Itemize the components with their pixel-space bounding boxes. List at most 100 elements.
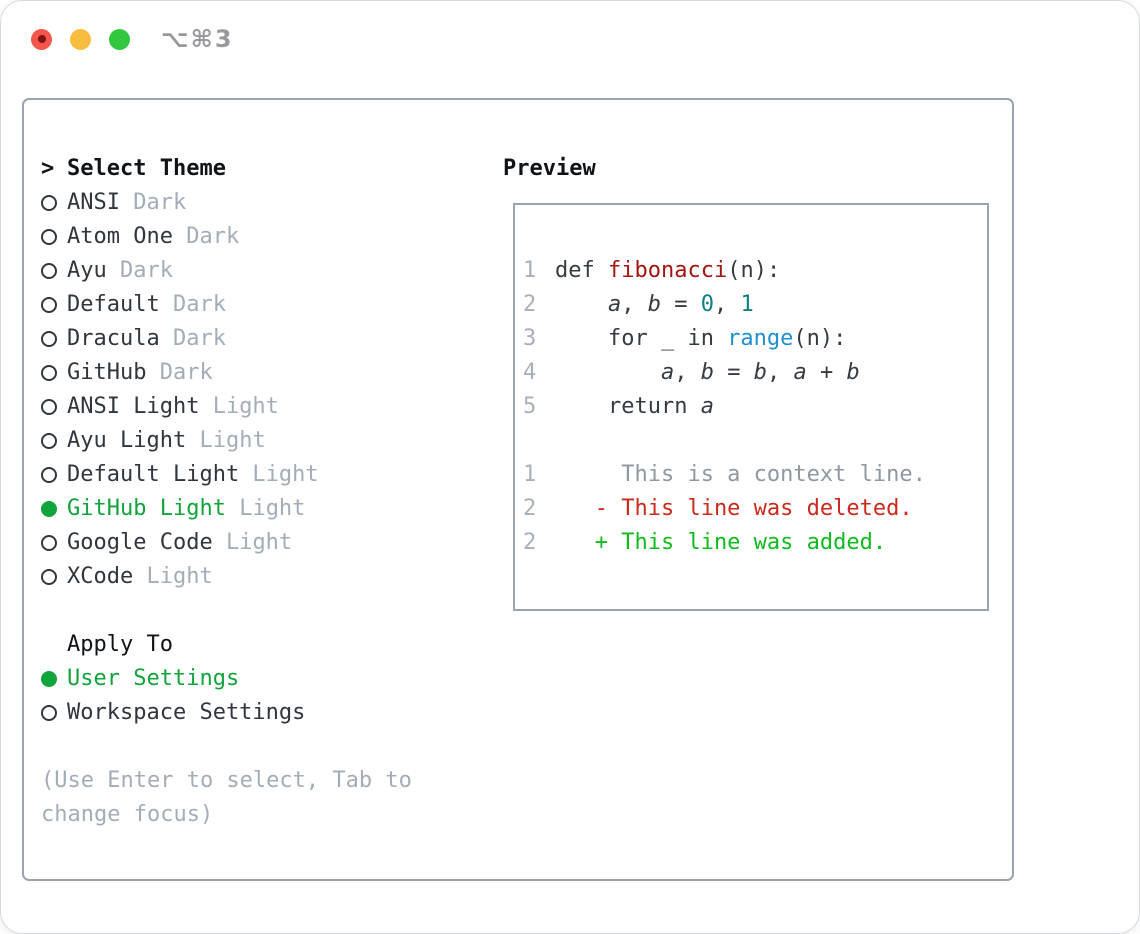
option-name: Default Light xyxy=(67,462,240,487)
prompt-caret-icon: > xyxy=(41,156,55,181)
code-segment-call: range xyxy=(727,326,794,351)
radio-icon xyxy=(41,263,57,279)
code-segment-add: + This line was added. xyxy=(555,530,887,555)
option-name: ANSI Light xyxy=(67,394,200,419)
option-name: ANSI xyxy=(67,190,120,215)
option-variant: Light xyxy=(133,564,213,589)
select-theme-header: > Select Theme xyxy=(41,152,501,186)
option-variant: Dark xyxy=(146,360,213,385)
option-name: Dracula xyxy=(67,326,160,351)
theme-option-google-code[interactable]: Google Code Light xyxy=(41,526,501,560)
code-segment-code: , xyxy=(621,292,648,317)
radio-icon xyxy=(41,331,57,347)
option-variant: Light xyxy=(212,530,293,555)
option-name: User Settings xyxy=(67,666,240,691)
radio-icon xyxy=(41,433,57,449)
code-segment-code: , xyxy=(766,360,794,385)
theme-option-ayu[interactable]: Ayu Dark xyxy=(41,254,501,288)
line-number: 2 xyxy=(523,530,537,555)
theme-option-ansi-light[interactable]: ANSI Light Light xyxy=(41,390,501,424)
line-number: 4 xyxy=(523,360,537,385)
spacer xyxy=(41,594,501,628)
radio-selected-icon xyxy=(41,671,57,687)
radio-icon xyxy=(41,535,57,551)
code-segment-var: a xyxy=(607,292,622,317)
code-segment-del: - This line was deleted. xyxy=(555,496,913,521)
option-name: GitHub Light xyxy=(67,496,226,521)
select-theme-label: Select Theme xyxy=(67,156,226,181)
code-segment-var: a xyxy=(793,360,807,385)
preview-line: 1 This is a context line. xyxy=(523,458,977,492)
theme-option-default-light[interactable]: Default Light Light xyxy=(41,458,501,492)
zoom-button[interactable] xyxy=(109,28,130,50)
radio-icon xyxy=(41,399,57,415)
option-variant: Dark xyxy=(106,258,173,283)
option-variant: Dark xyxy=(159,292,226,317)
option-variant: Light xyxy=(225,496,306,521)
radio-icon xyxy=(41,297,57,313)
preview-blank-line xyxy=(523,424,977,458)
apply-to-label: Apply To xyxy=(67,632,173,657)
option-name: Ayu Light xyxy=(67,428,187,453)
option-variant: Dark xyxy=(159,326,226,351)
line-number: 3 xyxy=(523,326,537,351)
line-number: 2 xyxy=(523,496,537,521)
option-name: Google Code xyxy=(67,530,213,555)
window-title: ⌥⌘3 xyxy=(161,25,234,53)
theme-option-dracula[interactable]: Dracula Dark xyxy=(41,322,501,356)
apply-to-header: Apply To xyxy=(41,628,501,662)
radio-icon xyxy=(41,365,57,381)
theme-option-default[interactable]: Default Dark xyxy=(41,288,501,322)
apply-option-user-settings[interactable]: User Settings xyxy=(41,662,501,696)
line-number: 1 xyxy=(523,258,537,283)
option-variant: Dark xyxy=(172,224,240,249)
code-segment-code xyxy=(555,288,608,322)
code-segment-var: a xyxy=(700,394,714,419)
code-segment-code: def xyxy=(555,258,608,283)
preview-line: 1 def fibonacci(n): xyxy=(523,254,977,288)
code-segment-var: b xyxy=(700,360,714,385)
option-name: Atom One xyxy=(67,224,173,249)
theme-option-atom-one[interactable]: Atom One Dark xyxy=(41,220,501,254)
theme-option-github-light[interactable]: GitHub Light Light xyxy=(41,492,501,526)
code-segment-code: = xyxy=(660,292,701,317)
option-name: Ayu xyxy=(67,258,107,283)
preview-label: Preview xyxy=(503,156,596,181)
apply-option-workspace-settings[interactable]: Workspace Settings xyxy=(41,696,501,730)
preview-line: 2 a, b = 0, 1 xyxy=(523,288,977,322)
radio-icon xyxy=(41,229,57,245)
preview-line: 2 + This line was added. xyxy=(523,526,977,560)
code-segment-code: , xyxy=(674,360,701,385)
theme-option-github[interactable]: GitHub Dark xyxy=(41,356,501,390)
code-segment-code: for _ in xyxy=(555,326,728,351)
close-button[interactable] xyxy=(31,28,52,50)
code-segment-var: b xyxy=(753,360,767,385)
code-segment-func: fibonacci xyxy=(607,258,728,283)
radio-selected-icon xyxy=(41,501,57,517)
line-number: 2 xyxy=(523,292,537,317)
code-segment-code: = xyxy=(713,360,754,385)
code-segment-code: return xyxy=(555,394,701,419)
minimize-button[interactable] xyxy=(70,28,91,50)
traffic-lights xyxy=(31,28,130,50)
preview-line: 4 a, b = b, a + b xyxy=(523,356,977,390)
code-segment-var: b xyxy=(647,292,661,317)
code-segment-code: + xyxy=(806,360,847,385)
theme-option-xcode[interactable]: XCode Light xyxy=(41,560,501,594)
radio-icon xyxy=(41,569,57,585)
radio-icon xyxy=(41,195,57,211)
code-segment-ctx: This is a context line. xyxy=(555,462,926,487)
theme-option-ansi[interactable]: ANSI Dark xyxy=(41,186,501,220)
code-segment-code: , xyxy=(713,292,741,317)
code-segment-code: (n): xyxy=(727,258,781,283)
radio-icon xyxy=(41,705,57,721)
option-variant: Light xyxy=(239,462,319,487)
spacer xyxy=(41,730,501,764)
code-segment-code: (n): xyxy=(793,326,847,351)
theme-option-ayu-light[interactable]: Ayu Light Light xyxy=(41,424,501,458)
